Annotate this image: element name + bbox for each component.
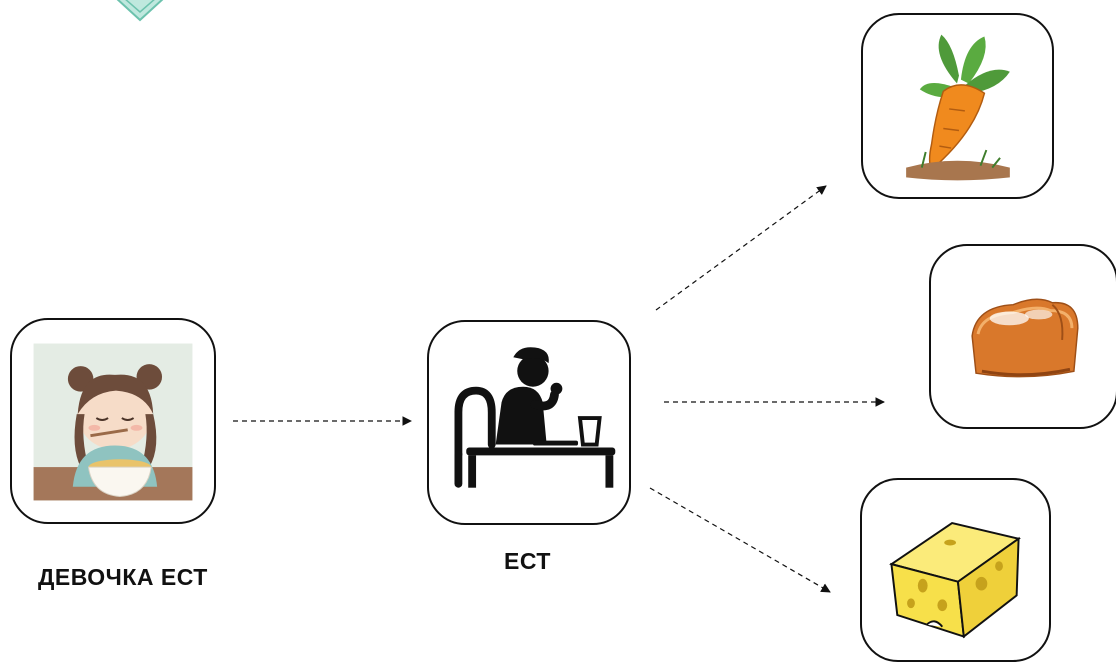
bread-loaf-icon (971, 298, 1079, 378)
subject-card (10, 318, 216, 524)
arrow-action-to-carrot (655, 185, 827, 311)
decorative-shape (116, 0, 164, 22)
person-eating-at-table-icon (454, 347, 616, 488)
object-card-cheese (860, 478, 1051, 662)
subject-caption: ДЕВОЧКА ЕСТ (38, 564, 208, 590)
object-card-carrot (861, 13, 1054, 199)
object-card-bread (929, 244, 1116, 429)
girl-eating-icon (33, 343, 193, 501)
carrot-icon (906, 34, 1010, 181)
action-card (427, 320, 631, 525)
cheese-icon (889, 521, 1021, 639)
action-caption: ЕСТ (504, 548, 551, 574)
arrow-action-to-cheese (649, 487, 831, 593)
